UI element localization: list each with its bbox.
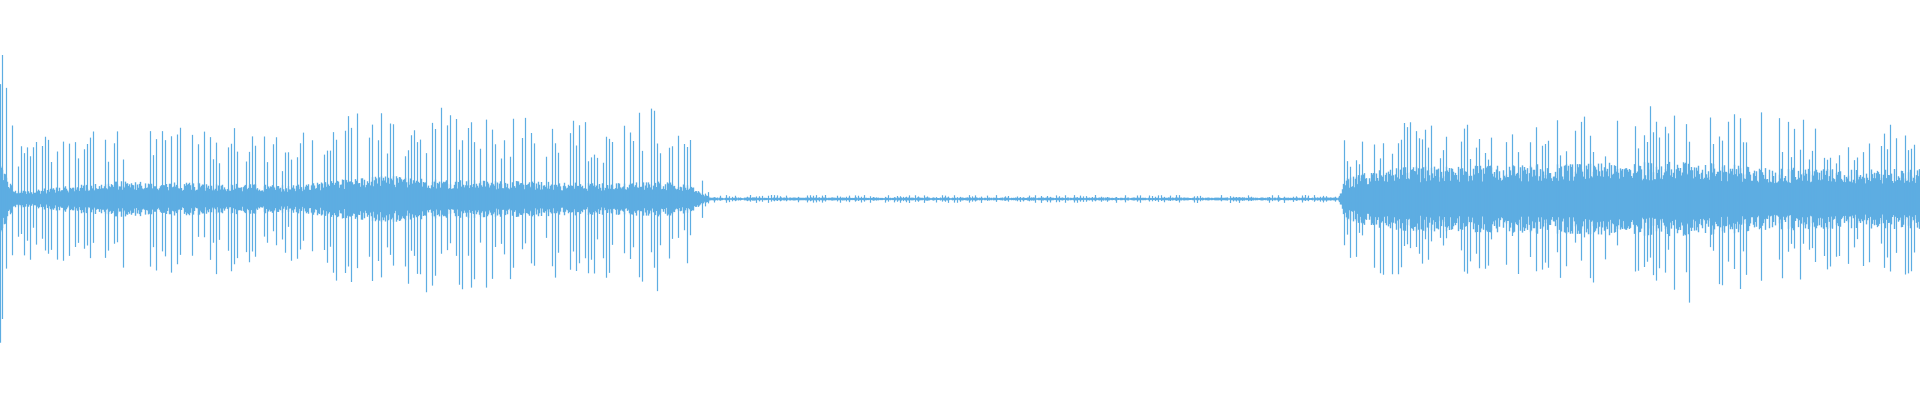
waveform-spikes <box>0 55 1916 343</box>
